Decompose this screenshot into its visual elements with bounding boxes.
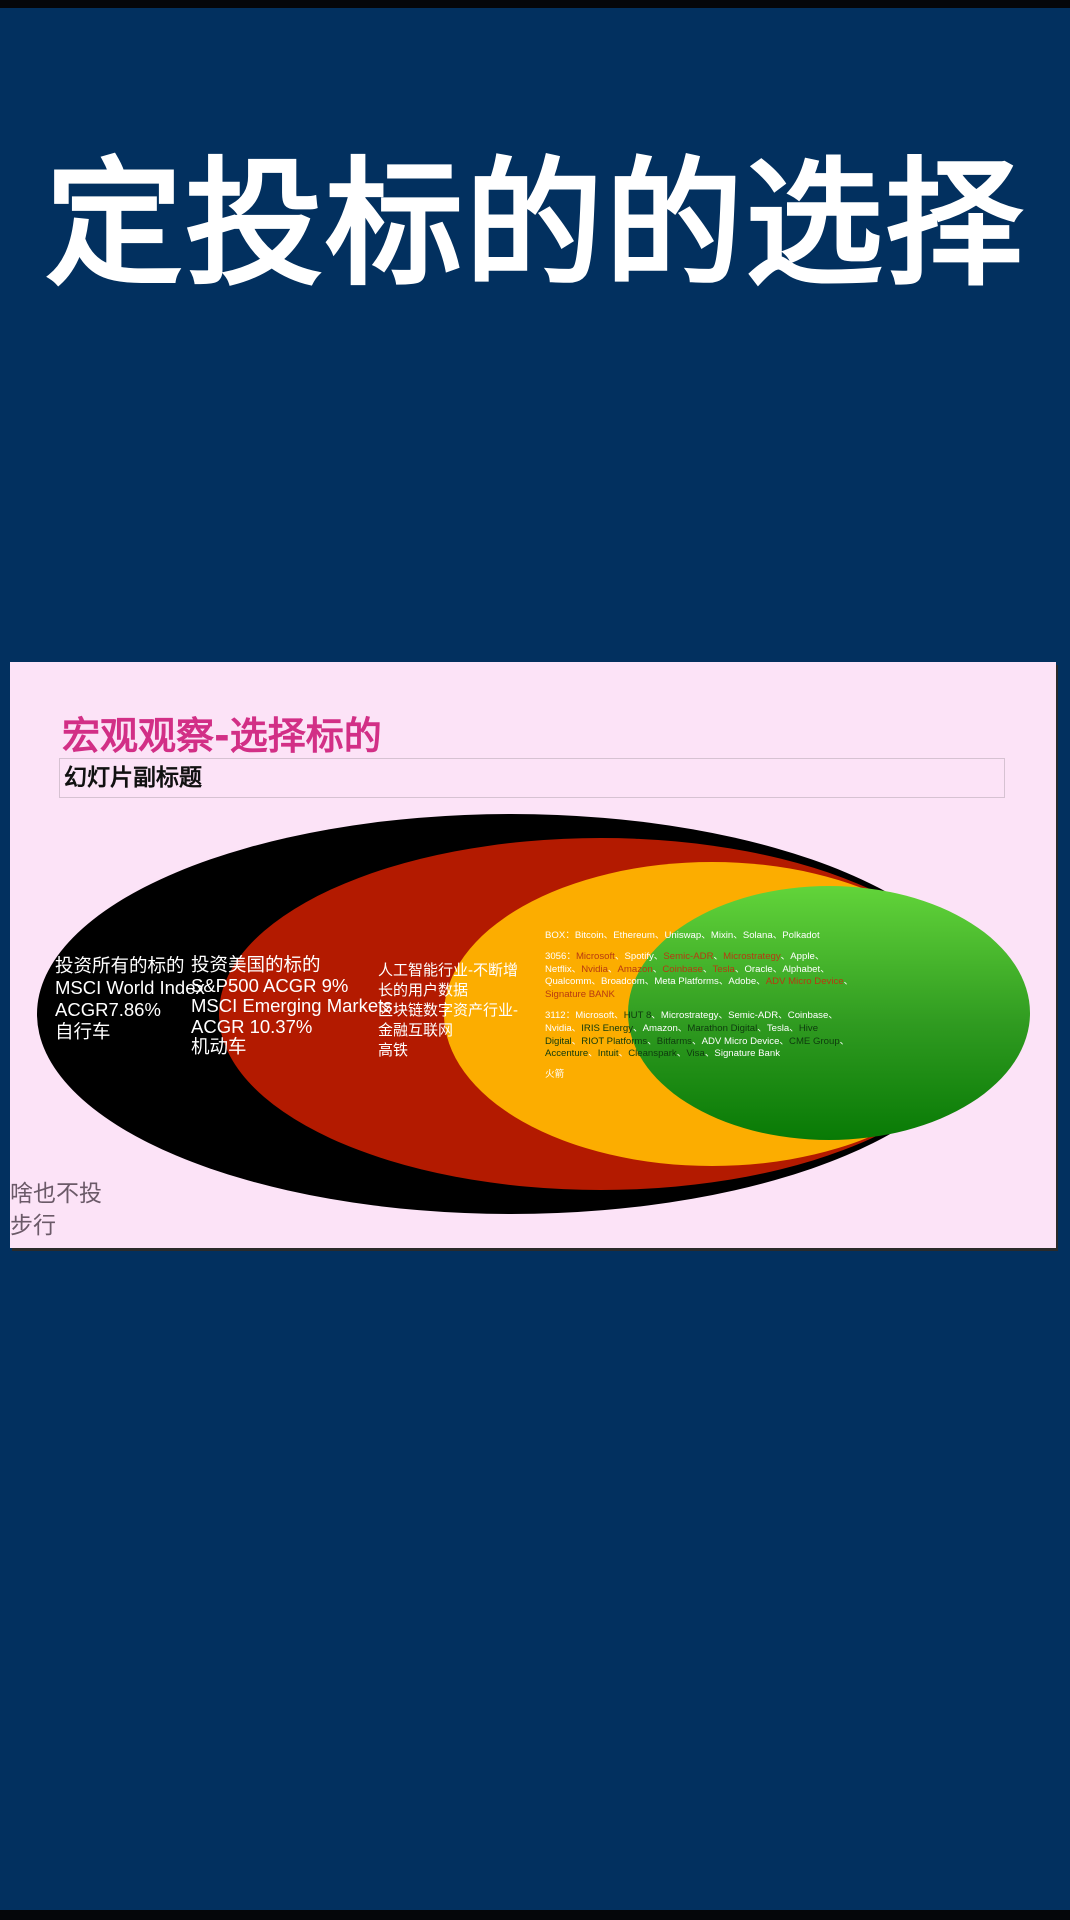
asset-name: Intuit — [597, 1048, 619, 1060]
individual-assets-text: BOX：Bitcoin、Ethereum、Uniswap、Mixin、Solan… — [545, 930, 855, 1090]
asset-name: Microstrategy — [660, 1009, 719, 1021]
ellipse-individual-assets — [628, 886, 1030, 1140]
list-label: 3056： — [545, 950, 576, 962]
slide-title: 宏观观察-选择标的 — [62, 714, 382, 758]
asset-name: Accenture — [545, 1048, 589, 1060]
slide: 宏观观察-选择标的 幻灯片副标题 投资所有的标的 MSCI World Inde… — [10, 662, 1056, 1248]
asset-name: IRIS Energy — [581, 1022, 633, 1034]
asset-name: Marathon Digital — [687, 1022, 758, 1034]
text-line: S&P500 ACGR 9% — [191, 974, 349, 996]
asset-name: Adobe — [728, 976, 757, 988]
portfolio-3112-list: 3112：Microsoft、HUT 8、Microstrategy、Semic… — [545, 1009, 850, 1060]
asset-name: CME Group — [789, 1035, 840, 1047]
asset-name: Cleanspark — [628, 1048, 677, 1060]
portfolio-3056-list: 3056：Microsoft、Spotify、Semic-ADR、Microst… — [545, 950, 854, 1001]
text-line: 投资所有的标的 — [55, 955, 185, 976]
asset-name: Nvidia — [581, 963, 608, 975]
subtitle-box: 幻灯片副标题 — [59, 758, 1005, 798]
text-line: 长的用户数据 — [378, 982, 469, 999]
asset-name: RIOT Platforms — [581, 1035, 648, 1047]
asset-name: Ethereum — [613, 930, 655, 941]
text-line: ACGR7.86% — [55, 999, 161, 1020]
box-list: BOX：Bitcoin、Ethereum、Uniswap、Mixin、Solan… — [545, 930, 820, 941]
asset-name: Amazon — [642, 1022, 678, 1034]
list-label: 3112： — [545, 1009, 576, 1021]
asset-name: Tesla — [712, 963, 735, 975]
top-bar — [0, 0, 1070, 8]
text-line: MSCI Emerging Markets — [191, 995, 393, 1016]
rocket-label: 火箭 — [545, 1069, 565, 1081]
asset-name: Microsoft — [575, 950, 615, 962]
text-line: 啥也不投 — [10, 1181, 102, 1207]
slide-subtitle: 幻灯片副标题 — [64, 765, 202, 791]
asset-name: Amazon — [617, 963, 653, 975]
asset-name: Mixin — [710, 930, 734, 941]
text-line: 人工智能行业-不断增 — [378, 962, 518, 979]
asset-name: Coinbase — [662, 963, 703, 975]
asset-name: Semic-ADR — [663, 950, 714, 962]
asset-name: Hive Digital — [545, 1022, 819, 1047]
asset-name: Signature Bank — [714, 1048, 781, 1060]
asset-name: Polkadot — [782, 930, 820, 941]
text-line: 机动车 — [191, 1036, 247, 1057]
asset-name: Solana — [742, 930, 773, 941]
asset-name: Microsoft — [575, 1009, 615, 1021]
asset-name: Broadcom — [600, 976, 645, 988]
all-markets-text: 投资所有的标的 MSCI World Index ACGR7.86% 自行车 — [55, 955, 205, 1043]
asset-name: Netflix — [545, 963, 572, 975]
asset-name: Apple — [790, 950, 815, 962]
asset-name: HUT 8 — [623, 1009, 652, 1021]
text-line: 投资美国的标的 — [191, 954, 321, 975]
asset-name: Microstrategy — [723, 950, 781, 962]
bottom-bar — [0, 1910, 1070, 1920]
asset-name: ADV Micro Device — [701, 1035, 780, 1047]
asset-name: Coinbase — [787, 1009, 829, 1021]
asset-name: Tesla — [766, 1022, 790, 1034]
text-line: 自行车 — [55, 1021, 111, 1042]
text-line: 高铁 — [378, 1042, 409, 1059]
no-investment-text: 啥也不投 步行 — [10, 1178, 102, 1242]
asset-name: Spotify — [624, 950, 654, 962]
asset-name: Alphabet — [782, 963, 821, 975]
nested-ellipse-diagram — [37, 814, 1030, 1214]
asset-name: Uniswap — [664, 930, 702, 941]
list-label: BOX： — [545, 930, 575, 941]
asset-name: ADV Micro Device — [765, 976, 844, 988]
asset-name: Oracle — [744, 963, 773, 975]
text-line: ACGR 10.37% — [191, 1015, 313, 1037]
asset-name: Visa — [686, 1048, 705, 1060]
asset-name: Bitcoin — [574, 930, 604, 941]
asset-name: Signature BANK — [545, 989, 615, 1001]
asset-name: Nvidia — [545, 1022, 572, 1034]
us-markets-text: 投资美国的标的 S&P500 ACGR 9% MSCI Emerging Mar… — [191, 954, 393, 1058]
text-line: 区块链数字资产行业- — [378, 1002, 518, 1019]
asset-name: Bitfarms — [656, 1035, 692, 1047]
text-line: 金融互联网 — [378, 1022, 454, 1039]
asset-name: Semic-ADR — [728, 1009, 779, 1021]
text-line: MSCI World Index — [55, 977, 205, 998]
page-title: 定投标的的选择 — [44, 144, 1025, 305]
industries-text: 人工智能行业-不断增 长的用户数据 区块链数字资产行业- 金融互联网 高铁 — [378, 961, 518, 1061]
asset-name: Qualcomm — [545, 976, 592, 988]
text-line: 步行 — [10, 1213, 56, 1239]
asset-name: Meta Platforms — [654, 976, 719, 988]
